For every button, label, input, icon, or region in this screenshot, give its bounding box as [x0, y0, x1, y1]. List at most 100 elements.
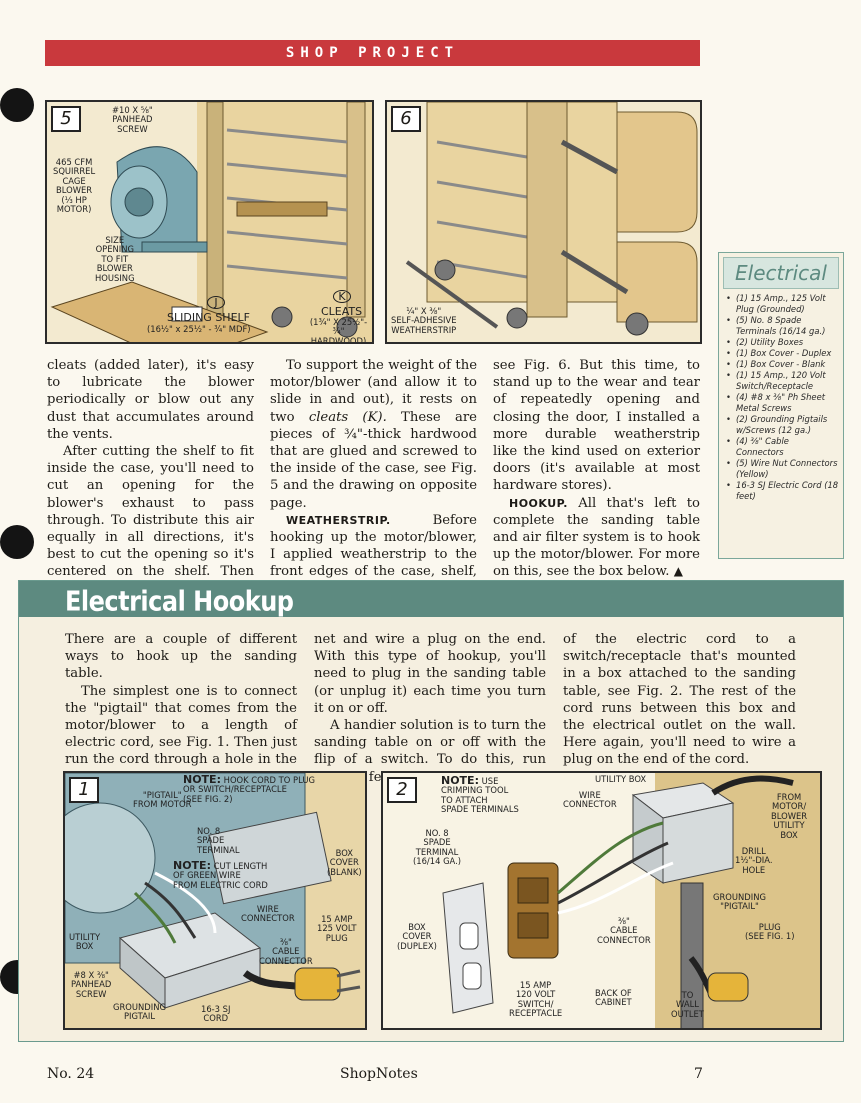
- figure-2-label-from-motor: FROM MOTOR/ BLOWER UTILITY BOX: [771, 792, 808, 840]
- binder-hole-middle: [0, 525, 34, 559]
- figure-2-label-wall: TO WALL OUTLET: [671, 990, 704, 1019]
- figure-5-label-cleats-dims: (1¾" x 25½"- ¾" HARDWOOD): [309, 317, 368, 344]
- article-paragraph: cleats (added later), it's easy to lubri…: [47, 358, 254, 442]
- footer-issue: No. 24: [47, 1066, 95, 1082]
- figure-6-label-weatherstrip: ¼" x ⅜" SELF-ADHESIVE WEATHERSTRIP: [391, 306, 457, 335]
- figure-6-illustration: [405, 102, 698, 336]
- list-item: (1) 15 Amp., 120 Volt Switch/Receptacle: [726, 370, 839, 392]
- hookup-paragraph: The simplest one is to connect the "pigt…: [65, 683, 297, 785]
- note-text: HOOK CORD TO PLUG OR SWITCH/RECEPTACLE (…: [183, 775, 315, 804]
- note-heading: NOTE:: [441, 774, 479, 787]
- electrical-hookup-header: Electrical Hookup: [19, 581, 843, 618]
- text-run: To support the weight of the motor/blowe…: [270, 358, 477, 425]
- list-item: (5) No. 8 Spade Terminals (16/14 ga.): [726, 315, 839, 337]
- electrical-parts-title: Electrical: [723, 257, 839, 289]
- electrical-hookup-title: Electrical Hookup: [65, 585, 294, 618]
- figure-5-label-screw: #10 x ⅝" PANHEAD SCREW: [112, 105, 153, 134]
- list-item: (1) Box Cover - Blank: [726, 359, 839, 370]
- figure-2-label-plug: PLUG (SEE FIG. 1): [745, 922, 795, 942]
- article-paragraph: WEATHERSTRIP. Before hooking up the moto…: [270, 512, 477, 598]
- figure-2-label-drill: DRILL 1½"-DIA. HOLE: [735, 846, 773, 875]
- text-run: All that's left to complete the sanding …: [493, 495, 700, 580]
- figure-1-label-screw: #8 x ⅜" PANHEAD SCREW: [71, 970, 112, 999]
- italic-term: cleats (K).: [308, 409, 387, 425]
- figure-6: 6 ¼" x ⅜" SELF-ADHESIVE WEATHERSTRIP: [385, 100, 702, 344]
- article-paragraph: HOOKUP. All that's left to complete the …: [493, 495, 700, 581]
- figure-2-label-switch: 15 AMP 120 VOLT SWITCH/ RECEPTACLE: [509, 980, 563, 1019]
- note-text: CUT LENGTH OF GREEN WIRE FROM ELECTRIC C…: [173, 861, 268, 890]
- hookup-paragraph: There are a couple of different ways to …: [65, 632, 297, 682]
- figure-6-number: 6: [391, 106, 421, 132]
- figure-1-label-wire-connector: WIRE CONNECTOR: [241, 904, 295, 924]
- figure-1-label-pigtail: "PIGTAIL" FROM MOTOR: [133, 790, 192, 810]
- hookup-column-1: There are a couple of different ways to …: [65, 631, 297, 786]
- article-paragraph: see Fig. 6. But this time, to stand up t…: [493, 358, 700, 494]
- figure-1-label-spade: NO. 8 SPADE TERMINAL: [197, 826, 240, 855]
- figure-5-label-cleats: CLEATS: [321, 305, 363, 318]
- end-mark-icon: ▲: [673, 564, 683, 579]
- figure-2-illustration: [383, 773, 820, 1028]
- figure-2-label-note: NOTE: USE CRIMPING TOOL TO ATTACH SPADE …: [441, 774, 519, 815]
- figure-2-label-back: BACK OF CABINET: [595, 988, 632, 1008]
- article-column-3: see Fig. 6. But this time, to stand up t…: [493, 357, 700, 581]
- article-paragraph: To support the weight of the motor/blowe…: [270, 357, 477, 512]
- figure-5-shelf-letter: J: [207, 296, 225, 309]
- figure-5-illustration: [50, 102, 372, 342]
- figure-1-illustration: [65, 773, 365, 1028]
- figure-5-label-shelf: SLIDING SHELF: [167, 311, 250, 324]
- figure-5-cleats-letter: K: [333, 290, 351, 303]
- list-item: (4) #8 x ⅜" Ph Sheet Metal Screws: [726, 392, 839, 414]
- list-item: (2) Grounding Pigtails w/Screws (12 ga.): [726, 414, 839, 436]
- article-paragraph: After cutting the shelf to fit inside th…: [47, 444, 254, 597]
- electrical-hookup-section: Electrical Hookup There are a couple of …: [18, 580, 844, 1042]
- electrical-parts-box: Electrical (1) 15 Amp., 125 Volt Plug (G…: [718, 252, 844, 559]
- list-item: (5) Wire Nut Connectors (Yellow): [726, 458, 839, 480]
- article-column-1: cleats (added later), it's easy to lubri…: [47, 357, 254, 598]
- figure-1-label-box-cover: BOX COVER (BLANK): [327, 848, 362, 877]
- list-item: 16-3 SJ Electric Cord (18 feet): [726, 480, 839, 502]
- footer-magazine: ShopNotes: [340, 1066, 418, 1082]
- note-heading: NOTE:: [183, 773, 221, 786]
- figure-1: 1 NOTE: HOOK CORD TO PLUG OR SWITCH/RECE…: [63, 771, 367, 1030]
- figure-2: 2 NOTE: USE CRIMPING TOOL TO ATTACH SPAD…: [381, 771, 822, 1030]
- figure-1-label-cord: 16-3 SJ CORD: [201, 1004, 231, 1024]
- figure-2-label-grounding: GROUNDING "PIGTAIL": [713, 892, 766, 912]
- article-column-2: To support the weight of the motor/blowe…: [270, 357, 477, 598]
- figure-5-label-shelf-dims: (16½" x 25½" - ¾" MDF): [147, 324, 251, 334]
- list-item: (4) ⅜" Cable Connectors: [726, 436, 839, 458]
- figure-5-label-blower: 465 cfm SQUIRREL CAGE BLOWER (⅓ hp MOTOR…: [53, 157, 96, 215]
- figure-2-label-box-cover: BOX COVER (DUPLEX): [397, 922, 437, 951]
- hookup-paragraph: A handier solution is to turn the sandin…: [314, 718, 546, 785]
- note-heading: NOTE:: [173, 859, 211, 872]
- figure-2-label-wire-connector: WIRE CONNECTOR: [563, 790, 617, 810]
- note-text: USE CRIMPING TOOL TO ATTACH SPADE TERMIN…: [441, 776, 519, 815]
- figure-2-label-cable-connector: ⅜" CABLE CONNECTOR: [597, 916, 651, 945]
- figure-5: 5 #10 x ⅝" PANHEAD SCREW 465 cfm SQUIRRE…: [45, 100, 374, 344]
- figure-2-number: 2: [387, 777, 417, 803]
- binder-hole-top: [0, 88, 34, 122]
- figure-1-label-cable-connector: ⅜" CABLE CONNECTOR: [259, 937, 313, 966]
- figure-1-label-grounding: GROUNDING PIGTAIL: [113, 1002, 166, 1022]
- subhead-hookup: HOOKUP.: [509, 496, 568, 510]
- figure-1-number: 1: [69, 777, 99, 803]
- electrical-parts-list: (1) 15 Amp., 125 Volt Plug (Grounded) (5…: [719, 293, 843, 502]
- hookup-paragraph: of the electric cord to a switch/recepta…: [563, 632, 796, 768]
- list-item: (1) Box Cover - Duplex: [726, 348, 839, 359]
- figure-2-label-utility-box: UTILITY BOX: [595, 774, 647, 784]
- text-run: These are pieces of ¾"-thick hardwood th…: [270, 409, 477, 511]
- section-banner: SHOP PROJECT: [45, 40, 700, 66]
- list-item: (2) Utility Boxes: [726, 337, 839, 348]
- list-item: (1) 15 Amp., 125 Volt Plug (Grounded): [726, 293, 839, 315]
- figure-2-label-spade: NO. 8 SPADE TERMINAL (16/14 ga.): [413, 828, 462, 867]
- figure-5-label-opening: SIZE OPENING TO FIT BLOWER HOUSING: [95, 235, 135, 283]
- figure-1-label-plug: 15 AMP 125 VOLT PLUG: [317, 914, 357, 943]
- footer-page-number: 7: [694, 1066, 703, 1082]
- figure-1-label-note2: NOTE: CUT LENGTH OF GREEN WIRE FROM ELEC…: [173, 859, 268, 890]
- hookup-column-2: net and wire a plug on the end. With thi…: [314, 631, 546, 786]
- figure-1-label-utility-box: UTILITY BOX: [69, 932, 101, 952]
- hookup-column-3: of the electric cord to a switch/recepta…: [563, 631, 796, 769]
- hookup-paragraph: net and wire a plug on the end. With thi…: [314, 632, 546, 716]
- subhead-weatherstrip: WEATHERSTRIP.: [286, 513, 391, 527]
- figure-5-number: 5: [51, 106, 81, 132]
- figure-1-label-note: NOTE: HOOK CORD TO PLUG OR SWITCH/RECEPT…: [183, 773, 315, 804]
